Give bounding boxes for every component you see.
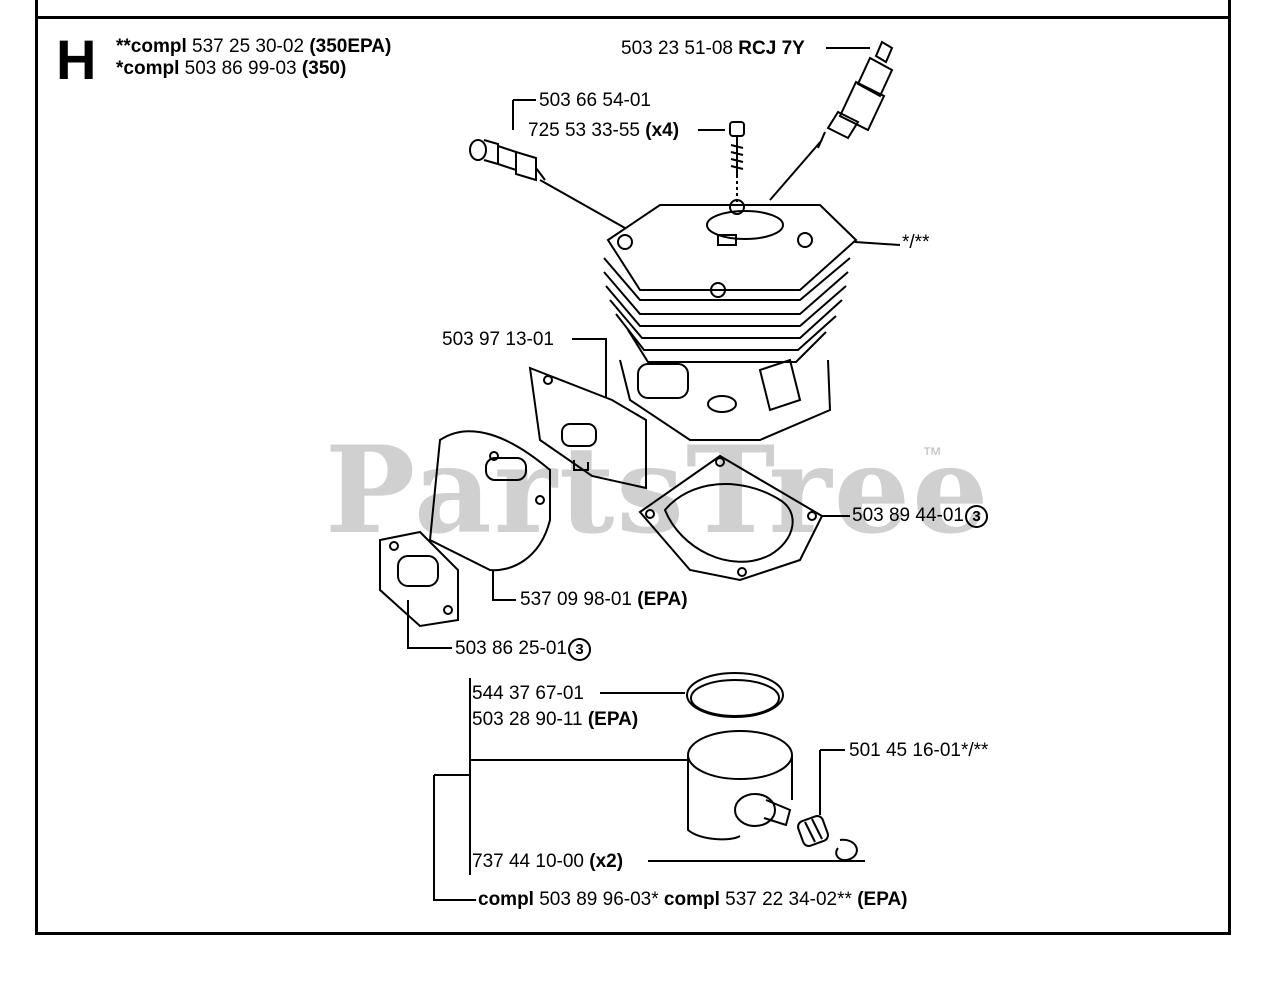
label-spark-plug: 503 23 51-08 RCJ 7Y (621, 38, 805, 59)
piston-ring-drawing (686, 672, 784, 718)
label-piston-ring-1: 544 37 67-01 (472, 683, 584, 704)
qty-circle-badge: 3 (568, 638, 591, 661)
header-line-1: **compl 537 25 30-02 (350EPA) (116, 36, 392, 57)
leader-cylinder (854, 241, 901, 246)
needle-bearing-drawing (797, 815, 829, 847)
diagram-frame (35, 0, 1231, 935)
label-circlip: 737 44 10-00 (x2) (472, 851, 624, 872)
label-needle-bearing: 501 45 16-01*/** (849, 740, 989, 761)
leader-intake-gasket (572, 338, 607, 398)
decomp-valve-drawing (469, 139, 546, 182)
cylinder-drawing (603, 199, 858, 441)
watermark-trademark: ™ (922, 444, 942, 466)
label-piston-ring-2: 503 28 90-11 (EPA) (472, 709, 639, 730)
label-cylinder: */** (902, 232, 930, 253)
top-divider (35, 16, 1231, 19)
piston-drawing (687, 730, 793, 841)
label-intake-gasket: 503 97 13-01 (442, 329, 554, 350)
qty-circle-badge: 3 (965, 505, 988, 528)
section-letter: H (56, 28, 97, 91)
label-heat-shield: 537 09 98-01 (EPA) (520, 589, 688, 610)
intake-gasket-drawing (528, 366, 647, 490)
label-decomp-valve: 503 66 54-01 (539, 90, 651, 111)
circlip-drawing (835, 838, 858, 862)
label-screw: 725 53 33-55 (x4) (528, 120, 680, 141)
heat-shield-drawing (428, 430, 551, 572)
spark-plug-drawing (769, 40, 894, 201)
label-complete-set: compl 503 89 96-03* compl 537 22 34-02**… (478, 889, 908, 910)
leader-heat-shield (492, 570, 516, 601)
exhaust-gasket-drawing (379, 530, 459, 628)
base-gasket-drawing (638, 454, 824, 582)
header-line-2: *compl 503 86 99-03 (350) (116, 58, 347, 79)
bracket-complete-set (433, 775, 476, 901)
screw-drawing (729, 121, 745, 205)
